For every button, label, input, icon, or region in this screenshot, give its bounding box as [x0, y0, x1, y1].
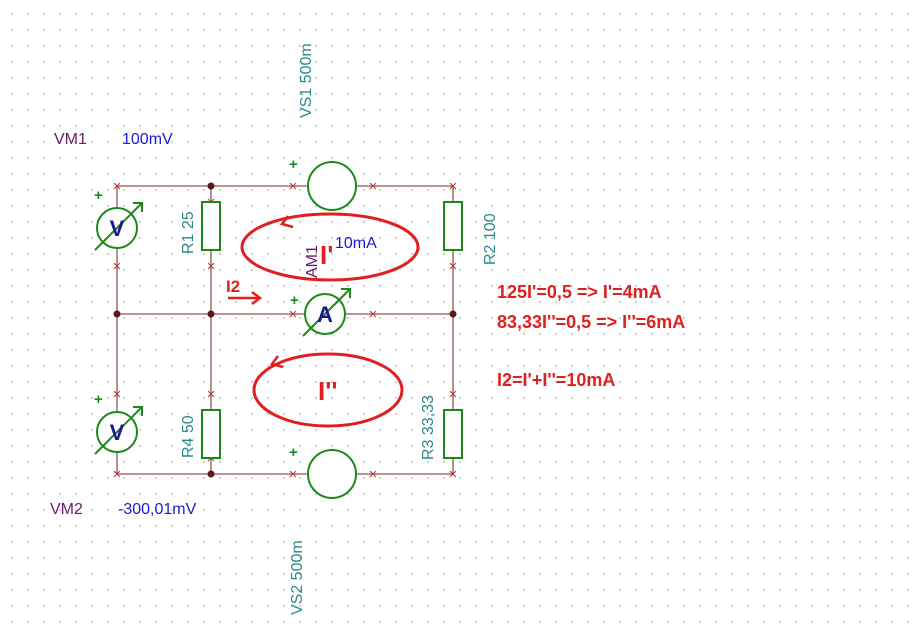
- vm1-plus-mark: +: [94, 187, 103, 204]
- node-bottom-left: [207, 470, 215, 478]
- vm2-name-label: VM2: [50, 501, 83, 518]
- vs2-plus-mark: +: [289, 444, 298, 461]
- voltmeter-vm1[interactable]: V: [94, 202, 143, 251]
- r1-label: R1 25: [180, 211, 197, 254]
- voltmeter-vm2-symbol: V: [110, 420, 125, 445]
- r2-label: R2 100: [482, 213, 499, 265]
- am1-plus-mark: +: [290, 292, 299, 309]
- current-i2-label: I2: [226, 277, 240, 296]
- vs2-label: VS2 500m: [289, 540, 306, 615]
- loop-lower: [252, 352, 404, 428]
- loop-lower-label: I'': [318, 376, 338, 406]
- loop-upper-label: I': [320, 240, 333, 270]
- voltmeter-vm2[interactable]: V: [94, 406, 143, 455]
- junction-nodes: [113, 182, 457, 478]
- polarity-marks: + + + + +: [94, 156, 299, 461]
- voltmeter-vm1-symbol: V: [110, 216, 125, 241]
- resistor-r3[interactable]: [443, 409, 463, 459]
- node-mid-left: [113, 310, 121, 318]
- vm1-name-label: VM1: [54, 131, 87, 148]
- r3-label: R3 33,33: [420, 395, 437, 460]
- ammeter-am1[interactable]: A: [302, 288, 351, 337]
- vs1-plus-mark: +: [289, 156, 298, 173]
- node-top-left: [207, 182, 215, 190]
- terminal-marks: [113, 182, 457, 478]
- equation-3: I2=I'+I''=10mA: [497, 370, 615, 390]
- am1-name-label: AM1: [304, 245, 321, 278]
- voltage-source-vs1[interactable]: [307, 161, 357, 211]
- am1-reading: 10mA: [335, 235, 377, 252]
- vm2-plus-mark: +: [94, 391, 103, 408]
- resistor-r2[interactable]: [443, 201, 463, 251]
- resistor-r4[interactable]: [201, 409, 221, 459]
- node-mid-right: [449, 310, 457, 318]
- ammeter-am1-symbol: A: [317, 302, 333, 327]
- voltage-source-vs2[interactable]: [307, 449, 357, 499]
- current-i2-arrow: [228, 291, 263, 305]
- loop-upper: [240, 212, 420, 282]
- equation-2: 83,33I''=0,5 => I''=6mA: [497, 312, 685, 332]
- vm2-reading: -300,01mV: [118, 501, 197, 518]
- equation-1: 125I'=0,5 => I'=4mA: [497, 282, 662, 302]
- r4-label: R4 50: [180, 415, 197, 458]
- node-mid-inner: [207, 310, 215, 318]
- vs1-label: VS1 500m: [298, 43, 315, 118]
- resistor-r1[interactable]: [201, 201, 221, 251]
- vm1-reading: 100mV: [122, 131, 173, 148]
